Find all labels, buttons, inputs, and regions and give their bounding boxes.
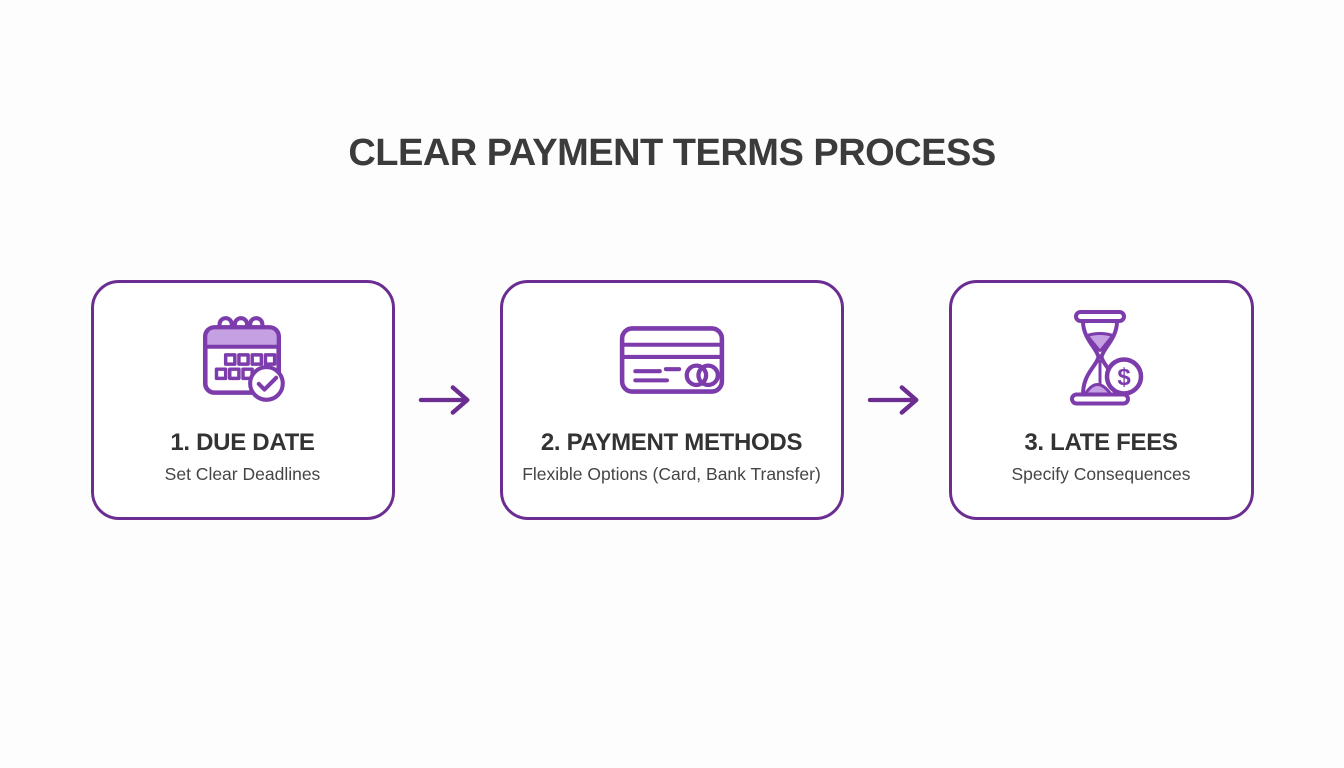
- arrow-right-icon: [844, 382, 949, 418]
- page-title: CLEAR PAYMENT TERMS PROCESS: [348, 132, 996, 174]
- step-subtitle: Set Clear Deadlines: [164, 464, 321, 484]
- credit-card-icon: [616, 301, 728, 419]
- step-card-payment-methods: 2. PAYMENT METHODS Flexible Options (Car…: [499, 280, 844, 520]
- step-subtitle: Flexible Options (Card, Bank Transfer): [522, 464, 821, 484]
- calendar-check-icon: [192, 301, 294, 419]
- process-row: 1. DUE DATE Set Clear Deadlines: [0, 280, 1344, 520]
- arrow-right-icon: [395, 382, 500, 418]
- hourglass-dollar-icon: $: [1051, 301, 1151, 419]
- step-title: 2. PAYMENT METHODS: [540, 429, 803, 456]
- step-title: 1. DUE DATE: [170, 429, 315, 456]
- step-card-due-date: 1. DUE DATE Set Clear Deadlines: [90, 280, 395, 520]
- step-title: 3. LATE FEES: [1024, 429, 1178, 456]
- step-subtitle: Specify Consequences: [1011, 464, 1191, 484]
- step-card-late-fees: $ 3. LATE FEES Specify Consequences: [948, 280, 1254, 520]
- svg-text:$: $: [1117, 364, 1131, 391]
